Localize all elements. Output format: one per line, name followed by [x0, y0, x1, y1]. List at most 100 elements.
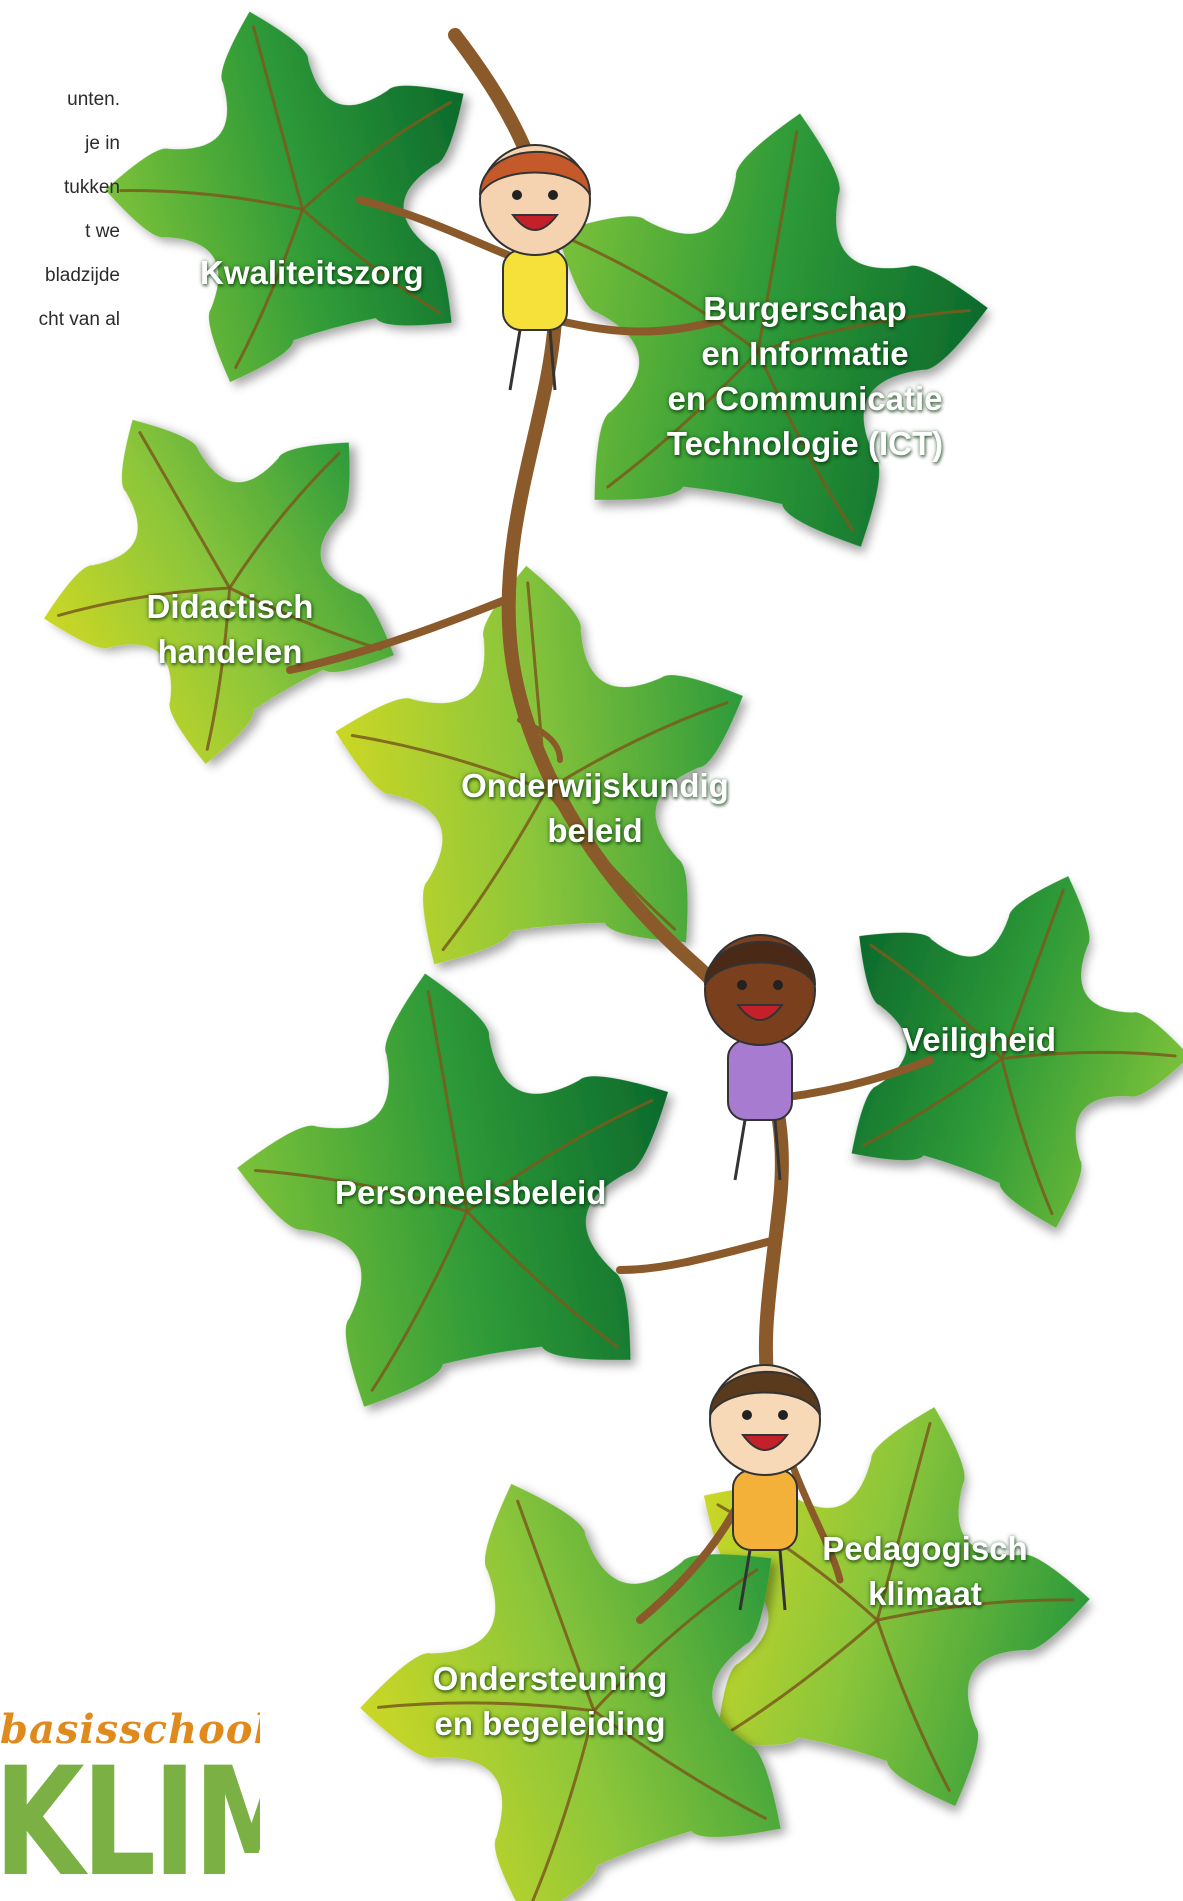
- leaf-vein: [875, 1421, 932, 1622]
- leaf-blade: [703, 1407, 1090, 1807]
- label-line: en begeleiding: [434, 1705, 666, 1742]
- leaf-pedagogisch: [703, 1407, 1090, 1807]
- leaf-vein: [544, 701, 729, 793]
- branch-stem: [356, 196, 524, 264]
- school-logo: basisschool KLIMOP: [0, 1706, 260, 1901]
- label-veiligheid: Veiligheid: [902, 1017, 1056, 1062]
- label-personeelsbeleid: Personeelsbeleid: [335, 1170, 606, 1215]
- leaf-vein: [252, 25, 305, 211]
- leaf-blade: [44, 419, 395, 764]
- kid-leg: [778, 1549, 787, 1611]
- leaf-kwaliteitszorg: [105, 11, 464, 383]
- label-line: en Informatie: [701, 335, 909, 372]
- boy-illustration: [709, 1364, 821, 1611]
- intro-line: unten.: [67, 89, 120, 110]
- kid-hair: [709, 1370, 821, 1416]
- leaf-vein: [301, 100, 452, 211]
- leaf-vein: [301, 207, 441, 315]
- leaf-vein: [530, 1709, 596, 1901]
- label-line: Technologie (ICT): [666, 425, 944, 462]
- leaf-personeelsbeleid: [237, 973, 669, 1407]
- reading-child-illustration: [704, 934, 816, 1181]
- leaf-vein: [516, 1499, 596, 1713]
- intro-line: t we: [85, 221, 120, 242]
- kid-leg: [548, 329, 557, 391]
- kid-leg: [508, 329, 522, 391]
- leaf-vein: [441, 789, 548, 952]
- kid-leg: [773, 1119, 782, 1181]
- label-line: en Communicatie: [667, 380, 943, 417]
- label-ondersteuning: Ondersteuning en begeleiding: [400, 1656, 700, 1746]
- leaf-vein: [1000, 1057, 1054, 1216]
- leaf-vein: [571, 239, 760, 353]
- kid-eye: [737, 980, 747, 990]
- label-line: Burgerschap: [703, 290, 907, 327]
- leaf-vein: [465, 1099, 654, 1213]
- leaf-vein: [426, 990, 469, 1213]
- label-onderwijskundig: Onderwijskundig beleid: [430, 763, 760, 853]
- leaf-vein: [756, 309, 972, 353]
- kid-body: [727, 1039, 793, 1121]
- leaf-veiligheid: [851, 876, 1183, 1228]
- leaf-burgerschap: [556, 113, 988, 547]
- kid-body: [502, 249, 568, 331]
- label-line: beleid: [547, 812, 643, 849]
- leaf-blade: [237, 973, 669, 1407]
- branch-stem: [616, 1236, 779, 1274]
- label-kwaliteitszorg: Kwaliteitszorg: [200, 250, 424, 295]
- kid-mouth: [511, 214, 559, 231]
- leaf-vein: [57, 586, 232, 617]
- leaf-vein: [228, 452, 341, 590]
- kid-hair: [704, 940, 816, 986]
- kid-leg: [738, 1549, 752, 1611]
- leaf-vein: [875, 1598, 1075, 1622]
- leaf-vein: [756, 130, 799, 353]
- kid-eye: [548, 190, 558, 200]
- leaf-vein: [253, 1169, 469, 1213]
- kid-leg: [733, 1119, 747, 1181]
- label-line: Kwaliteitszorg: [200, 254, 424, 291]
- kid-eye: [512, 190, 522, 200]
- branch-stem: [517, 717, 563, 763]
- leaf-vein: [862, 1057, 1004, 1147]
- label-line: Veiligheid: [902, 1021, 1057, 1058]
- leaf-didactisch: [44, 419, 395, 764]
- leaf-vein: [234, 207, 305, 369]
- leaf-vein: [119, 189, 305, 211]
- intro-line: cht van al: [38, 309, 120, 330]
- girl-illustration: [479, 144, 591, 391]
- label-didactisch: Didactisch handelen: [125, 584, 335, 674]
- label-line: Personeelsbeleid: [335, 1174, 607, 1211]
- label-line: klimaat: [868, 1575, 982, 1612]
- leaf-vein: [138, 431, 232, 590]
- kid-mouth: [741, 1434, 789, 1451]
- leaf-vein: [377, 1701, 596, 1713]
- label-burgerschap: Burgerschap en Informatie en Communicati…: [640, 286, 970, 466]
- leaf-vein: [592, 1709, 767, 1820]
- leaf-blade: [556, 113, 988, 547]
- leaf-vein: [370, 1209, 469, 1392]
- label-line: Didactisch: [146, 588, 314, 625]
- leaf-vein: [465, 1209, 619, 1349]
- leaf-vein: [1000, 1050, 1177, 1061]
- kid-mouth: [736, 1004, 784, 1021]
- intro-text: unten. je in tukken t we bladzijde cht v…: [0, 78, 120, 342]
- logo-title: KLIMOP: [0, 1736, 260, 1901]
- kid-eye: [773, 980, 783, 990]
- logo-subtitle: basisschool: [0, 1706, 260, 1753]
- leaf-vein: [875, 1618, 951, 1792]
- kid-body: [732, 1469, 798, 1551]
- leaf-vein: [205, 586, 232, 751]
- label-line: Pedagogisch: [822, 1530, 1028, 1567]
- leaf-vein: [606, 349, 760, 489]
- leaf-vein: [869, 943, 1004, 1061]
- kid-eye: [742, 1410, 752, 1420]
- branch-stem: [286, 596, 509, 674]
- leaf-vein: [1000, 888, 1065, 1061]
- branch-stem: [551, 316, 724, 336]
- label-line: Onderwijskundig: [461, 767, 729, 804]
- kid-hair: [479, 150, 591, 196]
- label-pedagogisch: Pedagogisch klimaat: [800, 1526, 1050, 1616]
- leaf-vein: [350, 734, 548, 793]
